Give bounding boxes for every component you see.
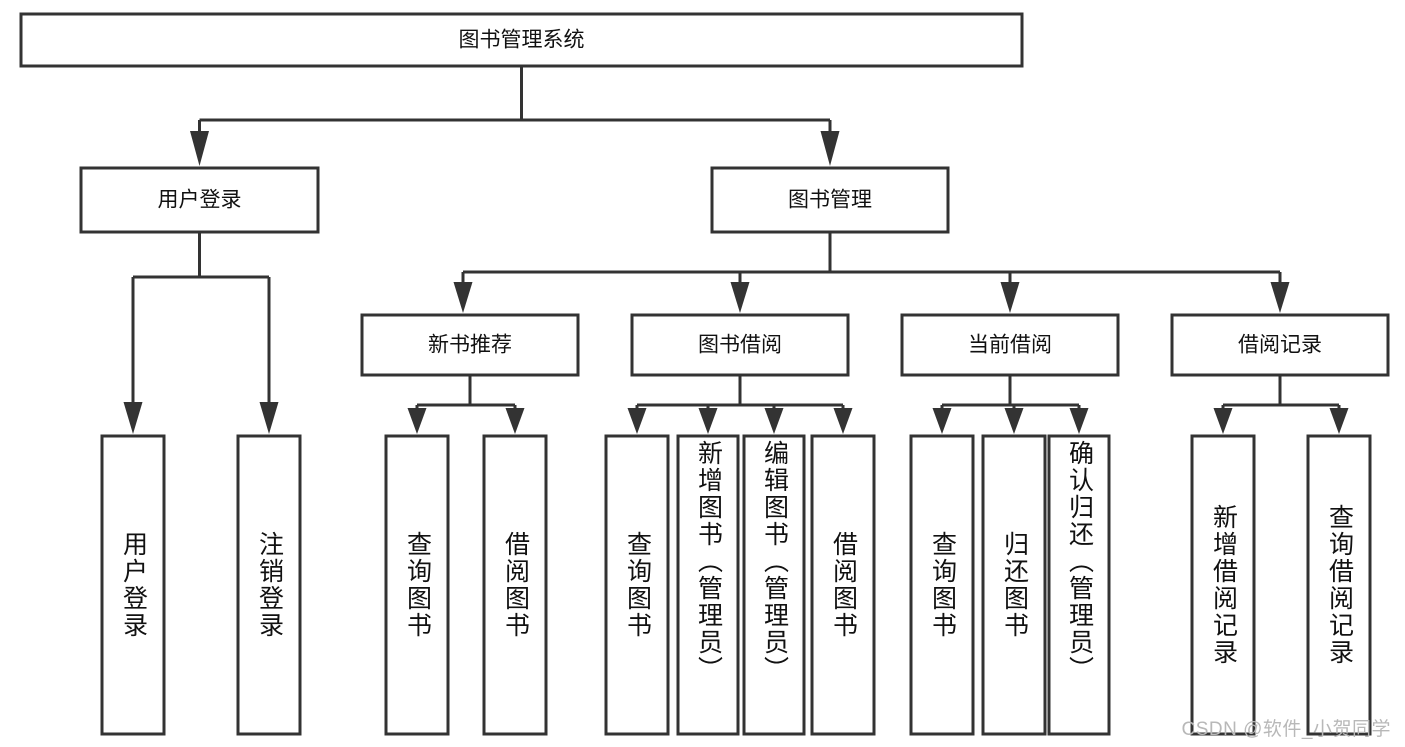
node-leaf-query-book-2-box[interactable] [604, 434, 670, 736]
arrowhead-leaf-add-record [1213, 408, 1233, 434]
node-current-borrow-box[interactable] [900, 313, 1120, 377]
node-leaf-edit-book-box[interactable] [742, 434, 806, 736]
node-root-box[interactable] [19, 12, 1024, 68]
node-leaf-borrow-book-2-box[interactable] [810, 434, 876, 736]
arrowhead-leaf-query-book-3 [932, 408, 952, 434]
node-root[interactable]: 图书管理系统 [19, 12, 1024, 68]
arrowhead-leaf-add-book [698, 408, 718, 434]
node-book-manage[interactable]: 图书管理 [710, 166, 950, 234]
arrowhead-leaf-query-book-2 [627, 408, 647, 434]
node-book-borrow[interactable]: 图书借阅 [630, 313, 850, 377]
node-book-borrow-box[interactable] [630, 313, 850, 377]
arrowhead-leaf-borrow-book-2 [833, 408, 853, 434]
arrowhead-book-borrow [730, 282, 750, 313]
arrowhead-new-book-recommend [453, 282, 473, 313]
node-root-label: 图书管理系统 [459, 29, 585, 52]
node-leaf-query-book-3-box[interactable] [909, 434, 975, 736]
arrowhead-book-manage [820, 131, 840, 166]
node-book-manage-box[interactable] [710, 166, 950, 234]
node-borrow-record[interactable]: 借阅记录 [1170, 313, 1390, 377]
arrowhead-borrow-record [1270, 282, 1290, 313]
node-current-borrow[interactable]: 当前借阅 [900, 313, 1120, 377]
node-leaf-add-record-box[interactable] [1190, 434, 1256, 736]
arrowhead-user-login [190, 131, 209, 166]
node-user-login-label: 用户登录 [158, 189, 242, 212]
node-book-manage-label: 图书管理 [788, 189, 872, 212]
node-user-login[interactable]: 用户登录 [79, 166, 320, 234]
arrowhead-leaf-query-book-1 [407, 408, 427, 434]
arrowhead-leaf-user-login [123, 402, 143, 434]
leaf-box-group [100, 434, 1372, 736]
node-new-book-recommend-label: 新书推荐 [428, 334, 512, 357]
node-book-borrow-label: 图书借阅 [698, 334, 782, 357]
arrowhead-leaf-edit-book [764, 408, 784, 434]
arrowhead-leaf-return-book [1004, 408, 1024, 434]
node-leaf-query-book-1-box[interactable] [384, 434, 450, 736]
connector-group [123, 66, 1349, 434]
arrowhead-leaf-confirm-return [1069, 408, 1089, 434]
node-leaf-add-book-box[interactable] [676, 434, 740, 736]
node-current-borrow-label: 当前借阅 [968, 334, 1052, 357]
node-leaf-user-login-box[interactable] [100, 434, 166, 736]
node-leaf-return-book-box[interactable] [981, 434, 1047, 736]
arrowhead-leaf-query-record [1329, 408, 1349, 434]
node-new-book-recommend-box[interactable] [360, 313, 580, 377]
node-new-book-recommend[interactable]: 新书推荐 [360, 313, 580, 377]
arrowhead-leaf-user-logout [259, 402, 279, 434]
node-leaf-borrow-book-1-box[interactable] [482, 434, 548, 736]
arrowhead-leaf-borrow-book-1 [505, 408, 525, 434]
node-borrow-record-label: 借阅记录 [1238, 334, 1322, 357]
node-leaf-query-record-box[interactable] [1306, 434, 1372, 736]
node-user-login-box[interactable] [79, 166, 320, 234]
node-leaf-confirm-return-box[interactable] [1047, 434, 1111, 736]
node-leaf-user-logout-box[interactable] [236, 434, 302, 736]
node-borrow-record-box[interactable] [1170, 313, 1390, 377]
arrowhead-current-borrow [1000, 282, 1020, 313]
